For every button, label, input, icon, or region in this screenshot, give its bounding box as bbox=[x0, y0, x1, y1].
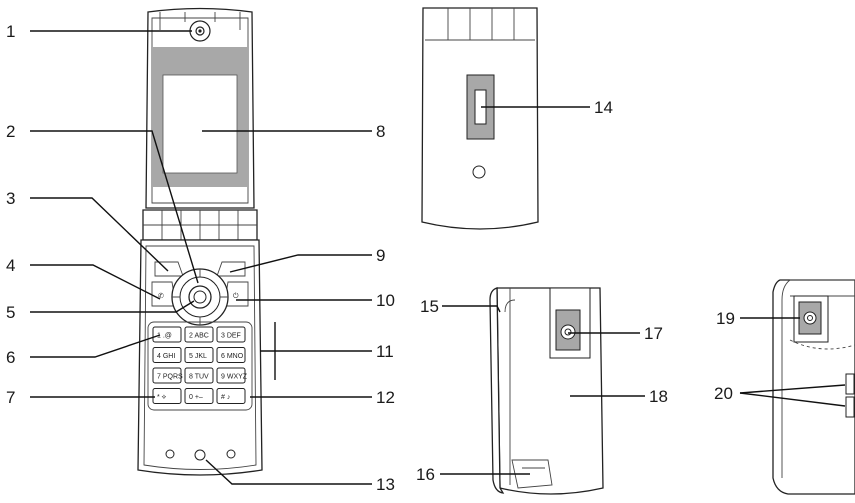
side-key-upper[interactable] bbox=[845, 373, 855, 395]
callout-5: 5 bbox=[6, 303, 15, 322]
keypad-key-label: 3 DEF bbox=[221, 333, 241, 340]
callout-12: 12 bbox=[376, 388, 395, 407]
closed-phone-back-view bbox=[421, 7, 539, 230]
keypad-key[interactable] bbox=[152, 326, 182, 343]
svg-text:⏻: ⏻ bbox=[233, 292, 239, 300]
keypad-key[interactable] bbox=[184, 388, 214, 404]
back-indicator bbox=[472, 165, 486, 179]
right-bottom-hole bbox=[226, 449, 236, 459]
keypad: 1 .@ 2 ABC 3 DEF 4 GHI 5 JKL 6 MNO 7 PQRS 8 TUV… bbox=[147, 321, 253, 411]
callout-1: 1 bbox=[6, 22, 15, 41]
main-display bbox=[162, 74, 238, 174]
callout-labels: 1 2 3 4 5 6 7 8 9 10 11 12 13 14 15 16 1… bbox=[6, 22, 735, 494]
callout-7: 7 bbox=[6, 388, 15, 407]
keypad-key-label: 6 MNO bbox=[221, 353, 244, 360]
callout-17: 17 bbox=[644, 324, 663, 343]
callout-13: 13 bbox=[376, 475, 395, 494]
callout-14: 14 bbox=[594, 98, 613, 117]
leader-lines bbox=[30, 30, 846, 485]
side-key-lower[interactable] bbox=[845, 396, 855, 418]
closed-phone-side-back-view bbox=[489, 287, 604, 495]
callout-3: 3 bbox=[6, 189, 15, 208]
keypad-key[interactable] bbox=[184, 347, 214, 363]
keypad-key[interactable] bbox=[184, 326, 214, 343]
keypad-key[interactable] bbox=[216, 347, 246, 363]
keypad-key-label: 0 +– bbox=[189, 394, 203, 401]
callout-10: 10 bbox=[376, 291, 395, 310]
keypad-key[interactable] bbox=[184, 367, 214, 384]
callout-8: 8 bbox=[376, 122, 385, 141]
callout-6: 6 bbox=[6, 348, 15, 367]
keypad-key-label: 2 ABC bbox=[189, 333, 209, 340]
callout-18: 18 bbox=[649, 387, 668, 406]
callout-16: 16 bbox=[416, 465, 435, 484]
callout-2: 2 bbox=[6, 122, 15, 141]
keypad-key-label: 5 JKL bbox=[189, 353, 207, 360]
open-phone-front-view: ✆ ⏻ 1 .@ 2 ABC 3 DEF 4 GHI 5 JKL 6 MNO 7 PQRS 8… bbox=[137, 7, 263, 476]
keypad-key[interactable] bbox=[152, 347, 182, 363]
keypad-key-label: 8 TUV bbox=[189, 374, 209, 381]
keypad-key-label: * ⟡ bbox=[157, 394, 167, 401]
callout-15: 15 bbox=[420, 297, 439, 316]
left-bottom-hole bbox=[165, 449, 175, 459]
callout-20: 20 bbox=[714, 384, 733, 403]
callout-9: 9 bbox=[376, 246, 385, 265]
keypad-key-label: 7 PQRS bbox=[157, 374, 183, 381]
keypad-key[interactable] bbox=[152, 388, 182, 404]
callout-19: 19 bbox=[716, 309, 735, 328]
keypad-key-label: # ♪ bbox=[221, 394, 230, 401]
keypad-key[interactable] bbox=[216, 367, 246, 384]
callout-4: 4 bbox=[6, 256, 15, 275]
keypad-key-label: 4 GHI bbox=[157, 353, 175, 360]
keypad-key-label: 9 WXYZ bbox=[221, 374, 248, 381]
keypad-key-label: 1 .@ bbox=[157, 333, 172, 340]
keypad-key[interactable] bbox=[152, 367, 182, 384]
keypad-frame bbox=[147, 321, 253, 411]
microphone bbox=[194, 449, 206, 461]
callout-11: 11 bbox=[376, 342, 394, 361]
svg-text:✆: ✆ bbox=[158, 292, 164, 300]
keypad-key[interactable] bbox=[216, 388, 246, 404]
keypad-key[interactable] bbox=[216, 326, 246, 343]
